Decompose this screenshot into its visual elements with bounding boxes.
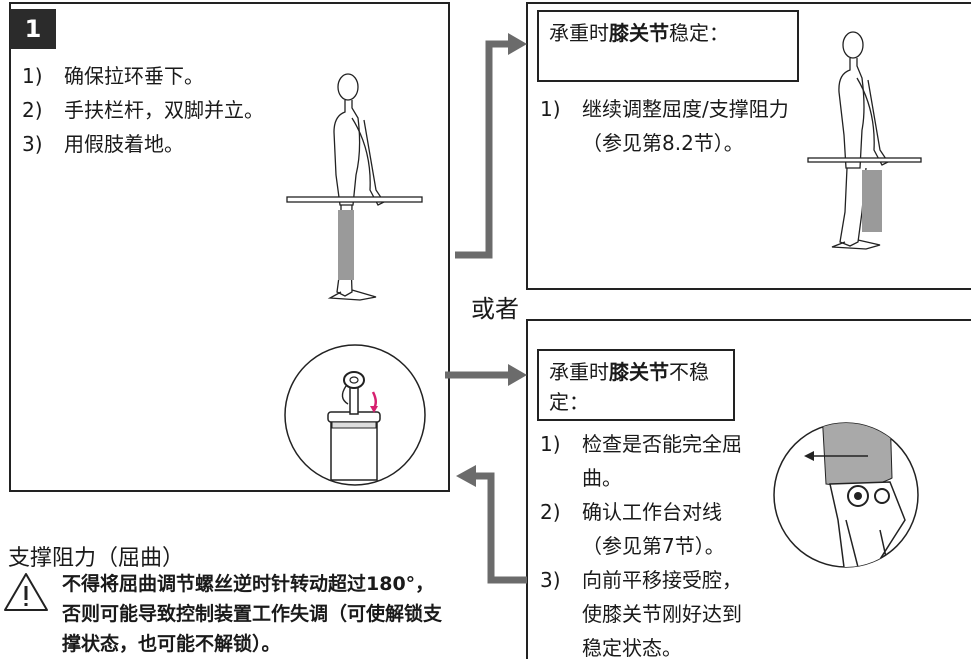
list-item: 3)用假肢着地。 (22, 132, 184, 156)
stable-handrail-icon (807, 157, 922, 163)
arrowhead-icon (508, 33, 527, 55)
stable-prosthesis-icon (862, 170, 882, 232)
handrail-icon (286, 196, 423, 203)
flow-arrow-to-stable (455, 40, 510, 259)
prosthesis-icon (338, 210, 354, 280)
warning-icon (4, 573, 48, 611)
section-title: 支撑阻力（屈曲） (8, 546, 185, 571)
step-number-badge: 1 (10, 9, 56, 49)
pull-ring-detail-icon (284, 344, 426, 486)
unstable-heading-box: 承重时膝关节不稳定： (537, 349, 735, 421)
list-item: 1)检查是否能完全屈曲。 (540, 432, 742, 490)
flow-arrow-to-unstable (445, 364, 527, 386)
knee-alignment-detail-icon (773, 422, 919, 568)
stable-steps-list: 1)继续调整屈度/支撑阻力（参见第8.2节）。 (540, 92, 800, 160)
or-label: 或者 (471, 295, 519, 323)
flow-arrow-back-to-step (474, 472, 527, 584)
arrowhead-icon (456, 465, 476, 487)
list-item: 1)确保拉环垂下。 (22, 64, 204, 88)
warning-text: 不得将屈曲调节螺丝逆时针转动超过180°，否则可能导致控制装置工作失调（可使解锁… (62, 573, 443, 655)
list-item: 1)继续调整屈度/支撑阻力（参见第8.2节）。 (540, 97, 789, 155)
standing-figure-icon (327, 73, 385, 301)
stable-heading-box: 承重时膝关节稳定： (537, 10, 799, 82)
step-instructions-list: 1)确保拉环垂下。 2)手扶栏杆，双脚并立。 3)用假肢着地。 (22, 59, 292, 161)
list-item: 2)手扶栏杆，双脚并立。 (22, 98, 264, 122)
list-item: 2)确认工作台对线（参见第7节）。 (540, 500, 725, 558)
